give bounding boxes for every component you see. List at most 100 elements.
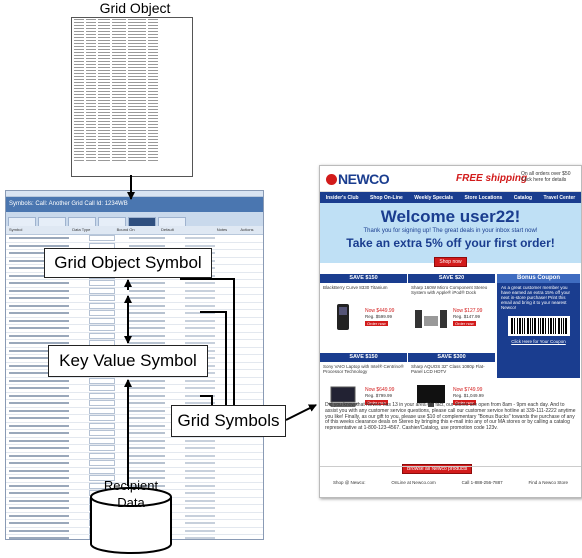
grid-object-spreadsheet xyxy=(71,17,193,177)
nav-item[interactable]: Weekly Specials xyxy=(414,194,454,201)
product-image xyxy=(414,302,448,332)
editor-tab[interactable] xyxy=(68,217,96,226)
grid-row xyxy=(72,111,192,114)
order-now-button[interactable]: Order now xyxy=(365,400,388,405)
arrow-to-newsletter xyxy=(285,404,317,421)
nav-item[interactable]: Insider's Club xyxy=(325,194,359,201)
order-now-button[interactable]: Order now xyxy=(453,321,476,326)
grid-row xyxy=(72,141,192,144)
newco-logo: NEWCO xyxy=(326,171,390,187)
grid-row xyxy=(72,138,192,141)
recipient-data-label: Recipient Data xyxy=(91,477,171,511)
bracket-grid-symbols-3 xyxy=(200,395,213,405)
newsletter-nav: Insider's Club Shop On-Line Weekly Special… xyxy=(320,192,581,203)
editor-symbol-row[interactable] xyxy=(6,235,263,243)
editor-tab[interactable] xyxy=(8,217,36,226)
footer-link[interactable]: Find a Newco Store xyxy=(528,480,569,485)
editor-symbol-row[interactable] xyxy=(6,437,263,445)
product-now-price: Now $449.99 xyxy=(365,308,395,314)
editor-symbol-row[interactable] xyxy=(6,287,263,295)
grid-row xyxy=(72,87,192,90)
product-name: BlackBerry Curve 8330 Titanium xyxy=(323,285,388,290)
grid-row xyxy=(72,33,192,36)
editor-symbol-row[interactable] xyxy=(6,280,263,288)
grid-row xyxy=(72,126,192,129)
grid-row xyxy=(72,114,192,117)
grid-row xyxy=(72,39,192,42)
editor-tab[interactable] xyxy=(128,217,156,226)
product-reg-price: Reg. $1,049.99 xyxy=(453,393,484,398)
coupon-title: Bonus Coupon xyxy=(497,274,580,283)
product-reg-price: Reg. $799.99 xyxy=(365,393,393,398)
grid-row xyxy=(72,21,192,24)
order-now-button[interactable]: Order now xyxy=(365,321,388,326)
editor-tab[interactable] xyxy=(158,217,186,226)
grid-row xyxy=(72,84,192,87)
grid-row xyxy=(72,60,192,63)
footer-link[interactable]: Call 1-888-256-7887 xyxy=(461,480,503,485)
save-badge: SAVE $300 xyxy=(408,353,495,362)
grid-row xyxy=(72,150,192,153)
editor-symbol-row[interactable] xyxy=(6,475,263,483)
editor-symbol-row[interactable] xyxy=(6,302,263,310)
editor-symbol-row[interactable] xyxy=(6,325,263,333)
order-now-button[interactable]: Order now xyxy=(453,400,476,405)
nav-item[interactable]: Store Locations xyxy=(464,194,503,201)
nav-item[interactable]: Travel Center xyxy=(543,194,576,201)
editor-tab[interactable] xyxy=(98,217,126,226)
editor-symbol-row[interactable] xyxy=(6,445,263,453)
grid-symbols-label: Grid Symbols xyxy=(171,405,286,437)
editor-column-header: Data Type xyxy=(72,227,91,232)
barcode-icon xyxy=(507,316,570,336)
grid-row xyxy=(72,30,192,33)
editor-symbol-row[interactable] xyxy=(6,295,263,303)
editor-symbol-row[interactable] xyxy=(6,377,263,385)
editor-symbol-row[interactable] xyxy=(6,317,263,325)
bracket-grid-symbols-1 xyxy=(180,278,235,405)
shop-now-label: Shop now xyxy=(439,259,462,265)
product-image xyxy=(326,302,360,332)
coupon-link[interactable]: Click Here for Your Coupon xyxy=(511,339,566,344)
nav-item[interactable]: Shop On-Line xyxy=(370,194,403,201)
editor-symbol-row[interactable] xyxy=(6,310,263,318)
editor-symbol-row[interactable] xyxy=(6,467,263,475)
shop-now-button[interactable]: Shop now xyxy=(434,257,467,267)
welcome-heading: Welcome user22! xyxy=(380,207,521,226)
editor-symbol-row[interactable] xyxy=(6,332,263,340)
product-reg-price: Reg. $147.99 xyxy=(453,314,481,319)
editor-tab[interactable] xyxy=(38,217,66,226)
grid-row xyxy=(72,18,192,21)
grid-row xyxy=(72,45,192,48)
grid-row xyxy=(72,36,192,39)
editor-symbol-row[interactable] xyxy=(6,385,263,393)
nav-item[interactable]: Catalog xyxy=(513,194,533,201)
grid-row xyxy=(72,156,192,159)
coupon-text: As a great customer member you have earn… xyxy=(501,285,570,310)
grid-object-symbol-label: Grid Object Symbol xyxy=(44,248,212,278)
bracket-grid-symbols-2 xyxy=(200,311,227,405)
browse-products-button[interactable]: Browse all Newco products xyxy=(402,457,473,475)
editor-symbol-row[interactable] xyxy=(6,400,263,408)
product-now-price: Now $127.99 xyxy=(453,308,483,314)
footer-link[interactable]: OnLine at Newco.com xyxy=(391,480,436,485)
editor-column-header: Notes xyxy=(216,227,228,232)
newco-logo-text: NEWCO xyxy=(338,171,390,187)
grid-row xyxy=(72,99,192,102)
grid-row xyxy=(72,108,192,111)
editor-symbol-row[interactable] xyxy=(6,460,263,468)
editor-column-header: Symbol xyxy=(9,227,23,232)
free-shipping-banner: FREE shipping xyxy=(456,173,528,184)
grid-row xyxy=(72,75,192,78)
grid-row xyxy=(72,69,192,72)
product-name: Sony VAIO Laptop with Intel® Centrino® P… xyxy=(323,364,404,374)
newco-logo-icon xyxy=(326,174,337,185)
grid-row xyxy=(72,51,192,54)
editor-symbol-row[interactable] xyxy=(6,452,263,460)
grid-row xyxy=(72,54,192,57)
